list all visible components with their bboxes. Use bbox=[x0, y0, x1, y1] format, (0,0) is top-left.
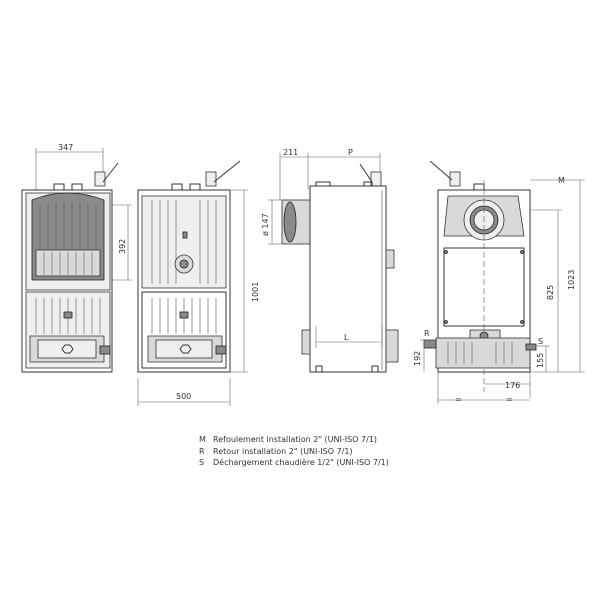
legend-text: Déchargement chaudière 1/2" (UNI-ISO 7/1… bbox=[213, 458, 389, 467]
dim-L: L bbox=[344, 333, 349, 342]
dim-R: R bbox=[424, 329, 430, 338]
dim-211: 211 bbox=[283, 148, 298, 157]
dim-155: 155 bbox=[536, 353, 545, 368]
dim-392: 392 bbox=[118, 239, 127, 254]
side-view: 211 P ø 147 L bbox=[261, 148, 399, 373]
dim-S: S bbox=[538, 337, 543, 346]
legend-row-r: R Retour installation 2" (UNI-ISO 7/1) bbox=[199, 446, 389, 458]
dim-500: 500 bbox=[176, 392, 191, 401]
legend-key: R bbox=[199, 446, 205, 456]
dim-192: 192 bbox=[413, 351, 422, 366]
legend-text: Refoulement installation 2" (UNI-ISO 7/1… bbox=[213, 435, 378, 444]
connection-legend: M Refoulement installation 2" (UNI-ISO 7/… bbox=[199, 434, 389, 469]
legend-row-m: M Refoulement installation 2" (UNI-ISO 7/… bbox=[199, 434, 389, 446]
rear-view: M 1023 825 R 192 bbox=[413, 160, 585, 404]
front-view-closed: 1001 500 bbox=[137, 160, 260, 406]
front-view-open: 347 392 bbox=[21, 143, 132, 373]
dim-P: P bbox=[348, 148, 353, 157]
dim-eq-left: = bbox=[455, 395, 462, 404]
dim-eq-right: = bbox=[506, 395, 513, 404]
legend-row-s: S Déchargement chaudière 1/2" (UNI-ISO 7/… bbox=[199, 457, 389, 469]
legend-text: Retour installation 2" (UNI-ISO 7/1) bbox=[213, 446, 353, 456]
dim-825: 825 bbox=[546, 285, 555, 300]
legend-key: M bbox=[199, 435, 206, 444]
dim-flue-diameter: ø 147 bbox=[261, 213, 270, 236]
legend-key: S bbox=[199, 458, 205, 467]
dim-M: M bbox=[558, 176, 565, 185]
dim-1023: 1023 bbox=[567, 270, 576, 290]
dim-176: 176 bbox=[505, 381, 520, 390]
dim-1001: 1001 bbox=[251, 282, 260, 302]
dim-347: 347 bbox=[58, 143, 73, 152]
